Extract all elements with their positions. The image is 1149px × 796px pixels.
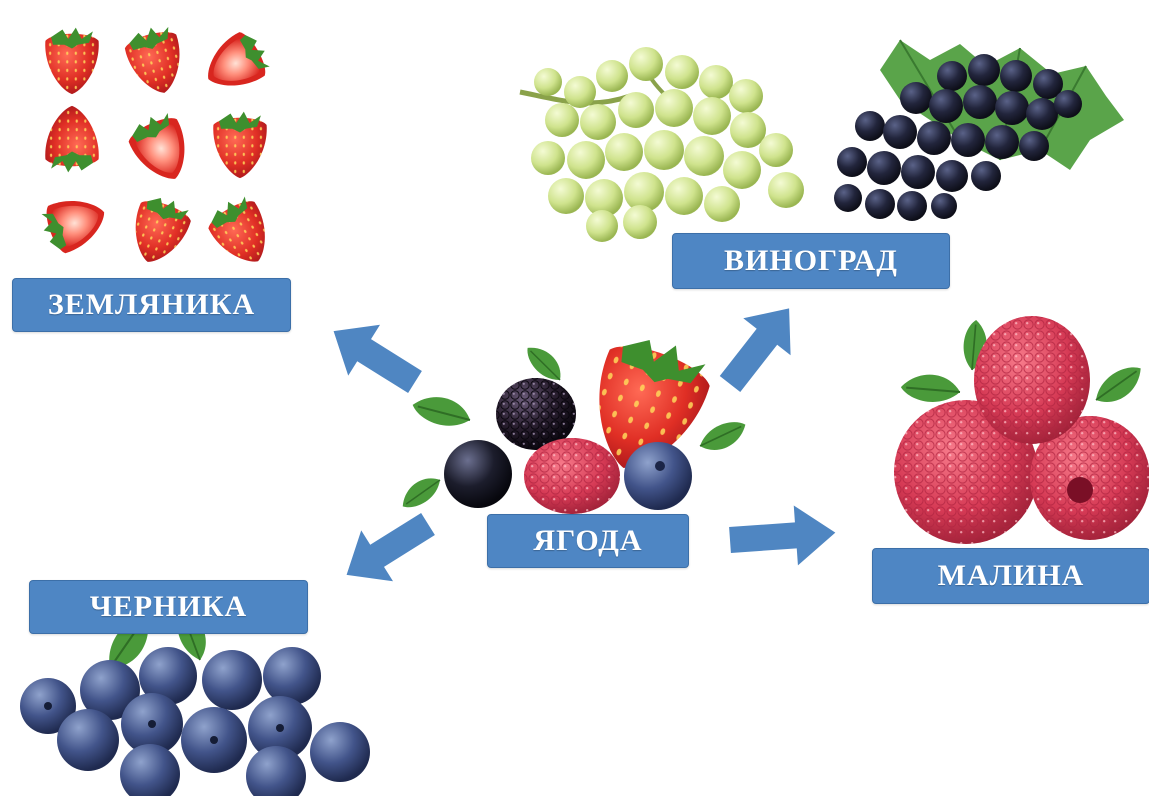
label-yagoda-center: ЯГОДА <box>487 514 689 568</box>
arrow-to-zemlyanika-icon <box>318 306 431 408</box>
arrow-to-malina-icon <box>728 503 838 570</box>
strawberry-half-icon <box>123 107 200 190</box>
strawberry-icon <box>45 28 98 95</box>
raspberry-image <box>894 316 1149 544</box>
arrow-to-chernika-icon <box>331 499 444 601</box>
strawberry-icon <box>123 190 196 271</box>
blueberry-image <box>20 607 370 796</box>
green-grape-image <box>520 47 804 242</box>
strawberry-icon <box>121 22 190 100</box>
arrow-to-vinograd-icon <box>706 290 812 403</box>
label-zemlyanika: ЗЕМЛЯНИКА <box>12 278 291 332</box>
strawberry-icon <box>45 106 98 172</box>
leaf-icon <box>410 384 474 438</box>
strawberry-icon <box>202 190 282 274</box>
leaf-icon <box>1089 363 1148 407</box>
leaf-icon <box>697 420 749 453</box>
label-chernika: ЧЕРНИКА <box>29 580 308 634</box>
strawberry-grid-image <box>36 22 281 275</box>
dark-grape-image <box>834 40 1124 221</box>
label-vinograd: ВИНОГРАД <box>672 233 950 289</box>
strawberry-half-icon <box>36 188 113 257</box>
mixed-berries-image <box>397 325 749 514</box>
blueberry-icon <box>624 442 692 510</box>
label-malina: МАЛИНА <box>872 548 1149 604</box>
strawberry-half-icon <box>196 26 276 101</box>
strawberry-icon <box>213 112 266 179</box>
leaf-icon <box>397 474 446 510</box>
blackcurrant-icon <box>444 440 512 508</box>
